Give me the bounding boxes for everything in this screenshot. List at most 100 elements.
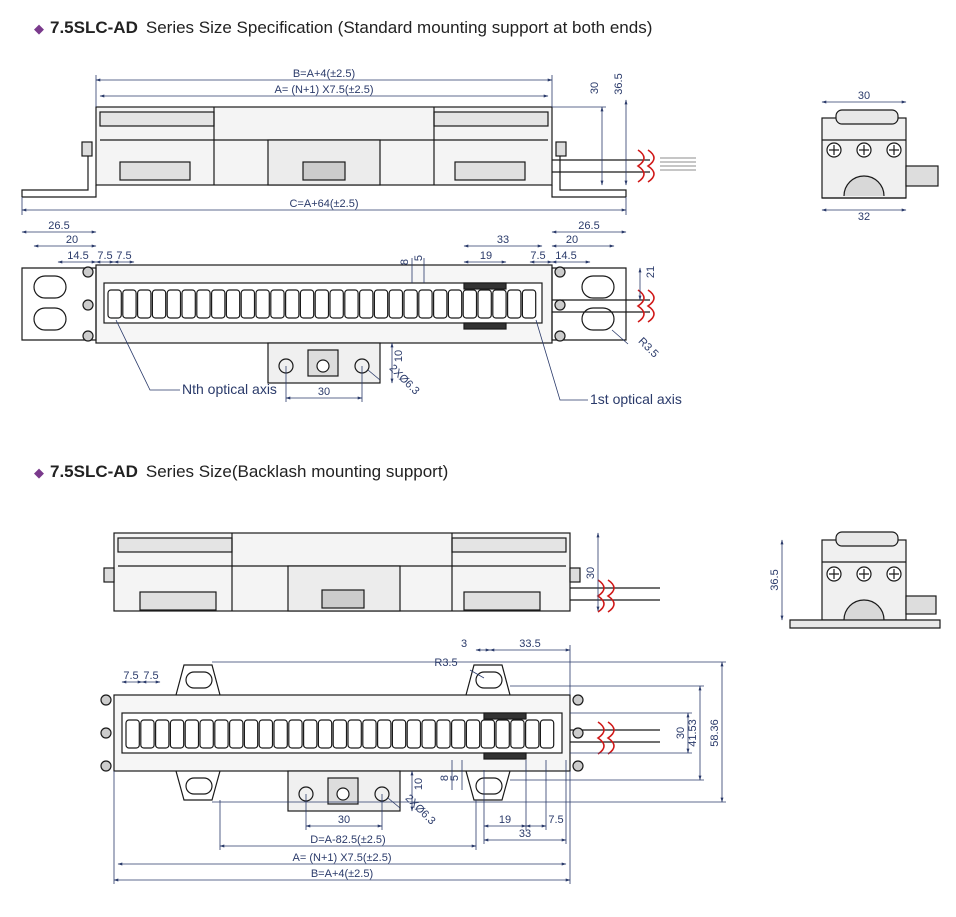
s2-optical-cells — [125, 719, 555, 749]
s1-dim-h36-5: 36.5 — [613, 73, 625, 94]
optical-cell — [329, 289, 344, 319]
optical-cell — [373, 289, 389, 319]
optical-cell — [447, 289, 463, 319]
optical-cell — [436, 719, 451, 749]
optical-cell — [140, 719, 155, 749]
optical-cell — [229, 719, 244, 749]
s1-dim-radius: R3.5 — [636, 335, 661, 360]
optical-cell — [166, 289, 182, 319]
optical-cell — [240, 289, 256, 319]
optical-cell — [495, 719, 510, 749]
diamond-bullet-icon: ◆ — [34, 465, 44, 480]
s2-dim-h36-5: 36.5 — [769, 569, 781, 590]
optical-cell — [184, 719, 200, 749]
optical-cell — [125, 719, 140, 749]
s2-front-cable-break — [596, 579, 605, 613]
s1-dim-r14-5: 14.5 — [555, 250, 576, 262]
optical-cell — [299, 289, 315, 319]
s2-front-cable-break-2 — [606, 579, 615, 613]
section1-title-text: Series Size Specification (Standard moun… — [145, 18, 653, 37]
s1-front-cable-wires — [660, 157, 696, 171]
s2-dim-30: 30 — [338, 814, 350, 826]
s2-dim-l7-5a: 7.5 — [123, 670, 138, 682]
s2-side-view — [789, 531, 941, 629]
s1-dim-8: 8 — [399, 259, 411, 265]
optical-cell — [211, 289, 226, 319]
optical-cell — [255, 289, 270, 319]
optical-cell — [462, 289, 478, 319]
s1-dim-C: C=A+64(±2.5) — [289, 198, 358, 210]
s1-top-screws — [82, 266, 566, 342]
section2-title-text: Series Size(Backlash mounting support) — [145, 462, 449, 481]
s1-side-view — [821, 109, 939, 199]
s1-dim-30: 30 — [318, 386, 330, 398]
section2-model: 7.5SLC-AD — [50, 462, 138, 481]
s1-front-cable-break-2 — [646, 149, 655, 183]
optical-cell — [344, 289, 359, 319]
s1-dim-r20: 20 — [566, 234, 578, 246]
optical-cell — [270, 289, 285, 319]
s1-dim-l20: 20 — [66, 234, 78, 246]
s1-dim-B: B=A+4(±2.5) — [293, 68, 355, 80]
s1-dim-l7-5b: 7.5 — [116, 250, 131, 262]
s2-dim-h30: 30 — [585, 567, 597, 579]
section2-title: ◆ 7.5SLC-AD Series Size(Backlash mounting … — [34, 462, 448, 482]
s2-dim-5: 5 — [449, 775, 461, 781]
optical-cell — [288, 719, 303, 749]
s1-dim-21: 21 — [645, 266, 657, 278]
optical-cell — [243, 719, 259, 749]
s1-dim-l26-5: 26.5 — [48, 220, 69, 232]
s1-dim-19: 19 — [480, 250, 492, 262]
optical-cell — [196, 289, 211, 319]
s1-top-cable-break-2 — [646, 289, 655, 323]
optical-cell — [214, 719, 229, 749]
optical-cell — [421, 719, 436, 749]
s2-top-cable-break-2 — [606, 721, 615, 755]
optical-cell — [199, 719, 214, 749]
optical-cell — [155, 719, 170, 749]
s2-dim-t3: 3 — [461, 638, 467, 650]
optical-cell — [477, 289, 492, 319]
optical-cell — [273, 719, 288, 749]
s1-dim-5: 5 — [413, 255, 425, 261]
s1-top-view — [21, 264, 650, 384]
s2-dim-7-5: 7.5 — [548, 814, 563, 826]
optical-cell — [539, 719, 555, 749]
s1-front-cable-break — [636, 149, 645, 183]
optical-cell — [403, 289, 418, 319]
optical-cell — [258, 719, 274, 749]
optical-cell — [137, 289, 152, 319]
s1-optical-cells — [107, 289, 537, 319]
axis-labels: Nth optical axis 1st optical axis — [182, 381, 682, 407]
s2-dim-D: D=A-82.5(±2.5) — [310, 834, 385, 846]
optical-cell — [107, 289, 122, 319]
s2-dim-19: 19 — [499, 814, 511, 826]
nth-optical-axis-label: Nth optical axis — [182, 381, 277, 397]
optical-cell — [521, 289, 537, 319]
optical-cell — [510, 719, 525, 749]
optical-cell — [225, 289, 241, 319]
optical-cell — [524, 719, 540, 749]
s1-dim-l14-5: 14.5 — [67, 250, 88, 262]
s2-dim-l7-5b: 7.5 — [143, 670, 158, 682]
optical-cell — [507, 289, 522, 319]
optical-cell — [480, 719, 496, 749]
s2-dim-hole: 2XØ6.3 — [403, 792, 438, 827]
s2-dim-8: 8 — [439, 775, 451, 781]
s1-dim-r7-5: 7.5 — [530, 250, 545, 262]
diamond-bullet-icon: ◆ — [34, 21, 44, 36]
s2-dim-v58-36: 58.36 — [709, 719, 721, 747]
s2-dim-v41-53: 41.53 — [687, 719, 699, 747]
optical-cell — [181, 289, 196, 319]
s2-dim-A: A= (N+1) X7.5(±2.5) — [293, 852, 392, 864]
s1-dim-A: A= (N+1) X7.5(±2.5) — [275, 84, 374, 96]
optical-cell — [465, 719, 481, 749]
s2-dim-33: 33 — [519, 828, 531, 840]
optical-cell — [418, 289, 433, 319]
s2-top-cable-break — [596, 721, 605, 755]
s1-side-w32: 32 — [858, 211, 870, 223]
dimension-labels: B=A+4(±2.5) A= (N+1) X7.5(±2.5) C=A+64(±… — [48, 68, 870, 880]
s2-dim-radius: R3.5 — [434, 657, 457, 669]
s1-top-pads — [463, 282, 507, 330]
